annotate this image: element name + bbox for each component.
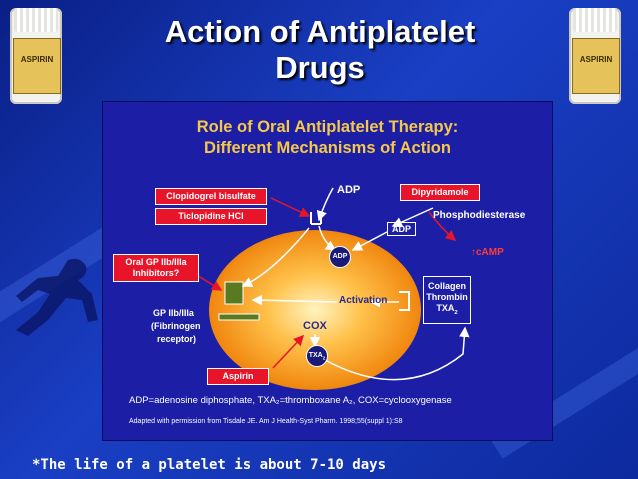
gp-receptor-label-1: GP IIb/IIIa (153, 308, 194, 318)
bottle-cap (573, 8, 617, 32)
oral-gp-arrow (194, 273, 223, 291)
bottle-cap (14, 8, 58, 32)
phosphodiesterase-label: Phosphodiesterase (433, 210, 526, 221)
runner-silhouette (8, 250, 104, 360)
aspirin-bottle-left: ASPIRIN (10, 8, 62, 104)
gp-receptor-shape (224, 281, 244, 305)
citation-footnote: Adapted with permission from Tisdale JE.… (129, 418, 403, 425)
mechanism-diagram (194, 187, 470, 390)
txa-subscript: 2 (322, 355, 326, 361)
aspirin-bottle-right: ASPIRIN (569, 8, 621, 104)
txa-feedback-arrow (324, 326, 470, 381)
bottle-label: ASPIRIN (572, 38, 620, 94)
txa2-label-text: TXA (436, 303, 455, 313)
platelet-cell (209, 230, 421, 390)
activation-label: Activation (339, 295, 388, 306)
aspirin-arrow (272, 334, 305, 369)
camp-label: ↑cAMP (471, 247, 504, 258)
gp-receptor-base (218, 313, 260, 321)
phosphodiesterase-arrow (391, 207, 434, 228)
collagen-label: Collagen (427, 281, 466, 291)
abbreviation-footnote: ADP=adenosine diphosphate, TXA₂=thrombox… (129, 395, 452, 406)
dipyridamole-box: Dipyridamole (400, 184, 480, 201)
bottle-label-text: ASPIRIN (579, 55, 613, 64)
clopidogrel-arrow (270, 197, 311, 217)
cox-label: COX (303, 320, 327, 332)
adp-box: ADP (387, 222, 417, 236)
oral-gp-box: Oral GP IIb/IIIa Inhibitors? (113, 254, 199, 282)
thrombin-label: Thrombin (426, 292, 468, 302)
slide-title-line2: Drugs (275, 50, 365, 85)
slide-title: Action of Antiplatelet Drugs (110, 14, 530, 86)
figure-panel: Role of Oral Antiplatelet Therapy: Diffe… (102, 101, 553, 441)
slide-title-line1: Action of Antiplatelet (164, 14, 476, 49)
aspirin-box: Aspirin (207, 368, 269, 385)
gp-receptor-label-3: receptor) (157, 334, 197, 344)
curved-arrow-left (241, 227, 310, 287)
activation-to-gp-arrow (251, 294, 338, 306)
dipyridamole-arrow (428, 211, 457, 241)
txa2-subscript: 2 (454, 309, 458, 316)
adp-circle: ADP (329, 246, 351, 268)
adp-inflow-arrow (316, 187, 334, 222)
figure-title-line1: Role of Oral Antiplatelet Therapy: (196, 118, 459, 136)
bottle-label: ASPIRIN (13, 38, 61, 94)
txa-circle: TXA2 (306, 345, 328, 367)
ticlopidine-box: Ticlopidine HCl (155, 208, 267, 225)
adp-box-arrow (351, 231, 388, 251)
collagen-box: Collagen Thrombin TXA2 (423, 276, 471, 324)
txa2-label: TXA2 (424, 303, 470, 319)
figure-title-line2: Different Mechanisms of Action (204, 139, 451, 157)
clopidogrel-box: Clopidogrel bisulfate (155, 188, 267, 205)
txa-circle-text: TXA (308, 352, 323, 359)
bottle-label-text: ASPIRIN (20, 55, 54, 64)
platelet-life-note: *The life of a platelet is about 7-10 da… (32, 457, 387, 473)
adp-label: ADP (337, 184, 361, 196)
collagen-receptor (399, 291, 410, 311)
gp-receptor-label-2: (Fibrinogen (151, 321, 201, 331)
